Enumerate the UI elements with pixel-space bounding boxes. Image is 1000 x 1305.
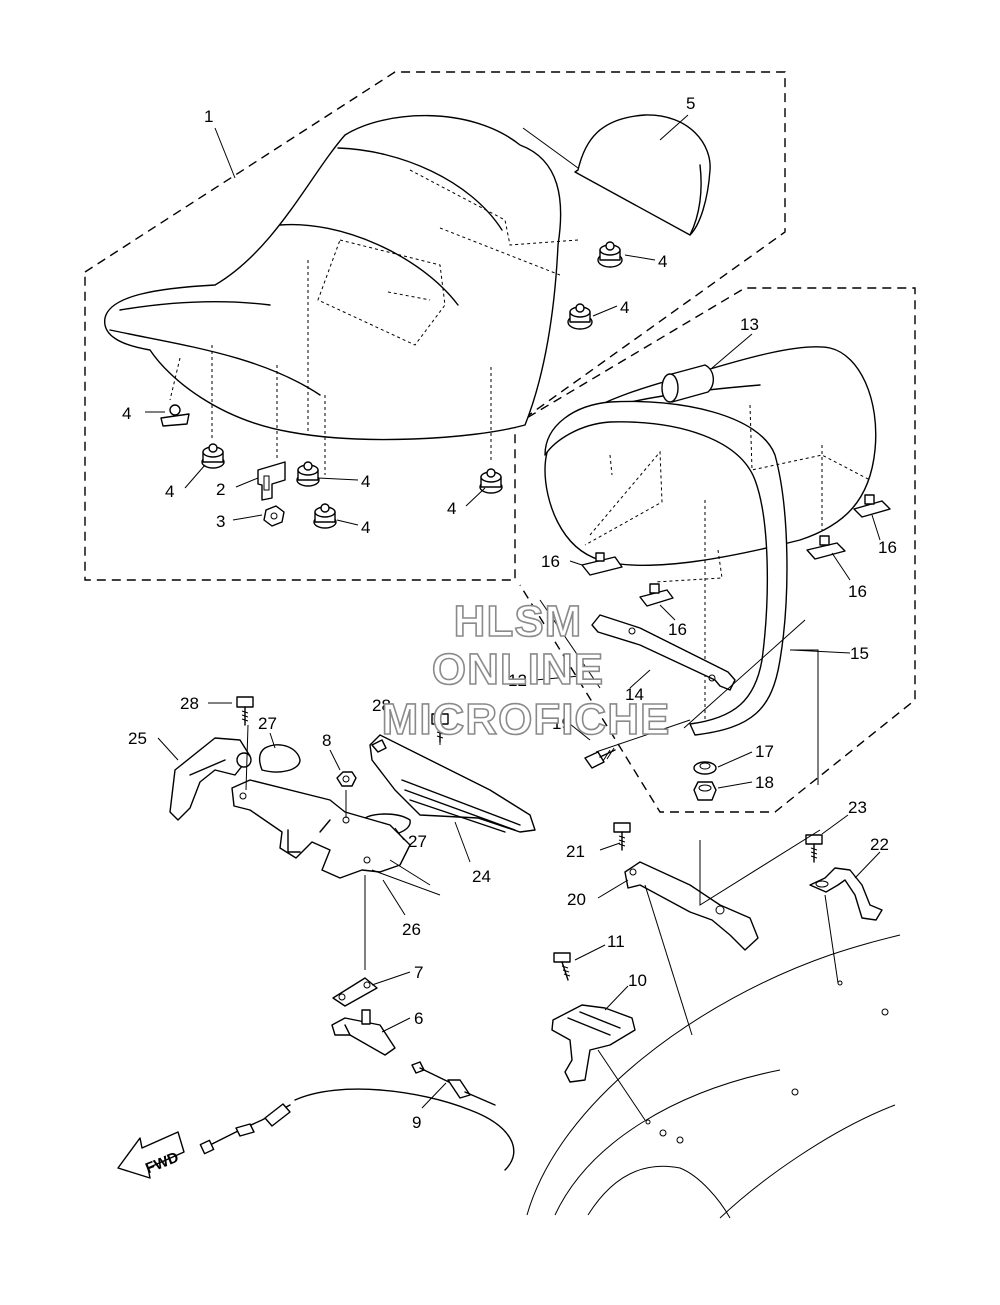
- callout-leaders: [145, 114, 881, 1109]
- callout-27: 27: [258, 714, 277, 733]
- installation-lines: [245, 599, 839, 1121]
- plate-part-7: [332, 977, 378, 1007]
- callout-21: 21: [566, 842, 585, 861]
- bracket-part-20: [624, 861, 759, 951]
- catch-part-6: [331, 1009, 396, 1056]
- callout-16: 16: [848, 582, 867, 601]
- callout-7: 7: [414, 963, 423, 982]
- callout-4: 4: [620, 298, 629, 317]
- grommet-group: [160, 241, 623, 529]
- rear-seat-group-boundary: [514, 287, 916, 813]
- callout-12: 12: [508, 671, 527, 690]
- front-seat-group-boundary: [84, 71, 786, 581]
- callout-28: 28: [372, 696, 391, 715]
- cable-part-9: [199, 1061, 515, 1171]
- bracket-part-22: [809, 867, 883, 921]
- bolt-part-19: [584, 747, 616, 769]
- watermark-line-1: HLSM: [454, 597, 583, 646]
- callout-3: 3: [216, 512, 225, 531]
- callout-28: 28: [180, 694, 199, 713]
- clip-group-16: [581, 494, 891, 607]
- nut-part-3: [263, 505, 285, 527]
- callout-4: 4: [165, 482, 174, 501]
- main-seat: [104, 114, 579, 475]
- grommet-part-4: [296, 461, 320, 487]
- callout-1: 1: [204, 107, 213, 126]
- grommet-part-4: [479, 468, 503, 494]
- bolt-part-21: [613, 822, 631, 851]
- bolt-part-11: [553, 952, 571, 981]
- callout-24: 24: [472, 867, 491, 886]
- watermark-line-2: ONLINE: [432, 645, 604, 694]
- bracket-part-14: [591, 614, 736, 691]
- callout-22: 22: [870, 835, 889, 854]
- bolt-part-28: [431, 713, 449, 743]
- callout-5: 5: [686, 94, 695, 113]
- callout-16: 16: [541, 552, 560, 571]
- callout-15: 15: [850, 644, 869, 663]
- bolt-part-28: [236, 696, 254, 726]
- bolt-part-23: [805, 834, 823, 863]
- callout-26: 26: [402, 920, 421, 939]
- washer-part-17: [693, 761, 717, 775]
- nut-part-8: [336, 771, 357, 787]
- callout-13: 13: [740, 315, 759, 334]
- callout-16: 16: [668, 620, 687, 639]
- grommet-part-4: [597, 241, 623, 268]
- watermark-line-3: MICROFICHE: [382, 695, 671, 744]
- callout-23: 23: [848, 798, 867, 817]
- grommet-part-4: [160, 404, 190, 427]
- grommet-part-4: [201, 443, 225, 469]
- grommet-part-4: [313, 503, 337, 529]
- cylinder-part-13: [661, 364, 714, 403]
- callout-16: 16: [878, 538, 897, 557]
- callout-4: 4: [361, 518, 370, 537]
- bracket-part-2: [257, 461, 286, 501]
- callout-14: 14: [625, 685, 644, 704]
- callout-4: 4: [122, 404, 131, 423]
- callout-4: 4: [658, 252, 667, 271]
- callout-17: 17: [755, 742, 774, 761]
- callout-11: 11: [607, 932, 625, 951]
- seat-pad: [522, 114, 711, 236]
- callout-8: 8: [322, 731, 331, 750]
- frame-fender: [526, 934, 901, 1219]
- callout-20: 20: [567, 890, 586, 909]
- nut-part-18: [693, 781, 717, 801]
- callout-6: 6: [414, 1009, 423, 1028]
- callout-9: 9: [412, 1113, 421, 1132]
- callout-25: 25: [128, 729, 147, 748]
- forward-direction-arrow: FWD: [117, 1131, 185, 1179]
- base-plate: [231, 779, 411, 879]
- callout-2: 2: [216, 480, 225, 499]
- callout-10: 10: [628, 971, 647, 990]
- grommet-part-4: [567, 303, 593, 330]
- callout-4: 4: [447, 499, 456, 518]
- callout-labels: 1 5 4 4 4 4 4 4 4 2 3 13 16 16 16 16 15 …: [122, 94, 897, 1132]
- callout-19: 19: [552, 714, 571, 733]
- callout-27: 27: [408, 832, 427, 851]
- callout-18: 18: [755, 773, 774, 792]
- callout-4: 4: [361, 472, 370, 491]
- rear-seat: [544, 346, 877, 736]
- watermark: HLSM ONLINE MICROFICHE: [381, 596, 671, 745]
- lock-part-10: [551, 1004, 636, 1083]
- plate-part-24: [369, 734, 536, 833]
